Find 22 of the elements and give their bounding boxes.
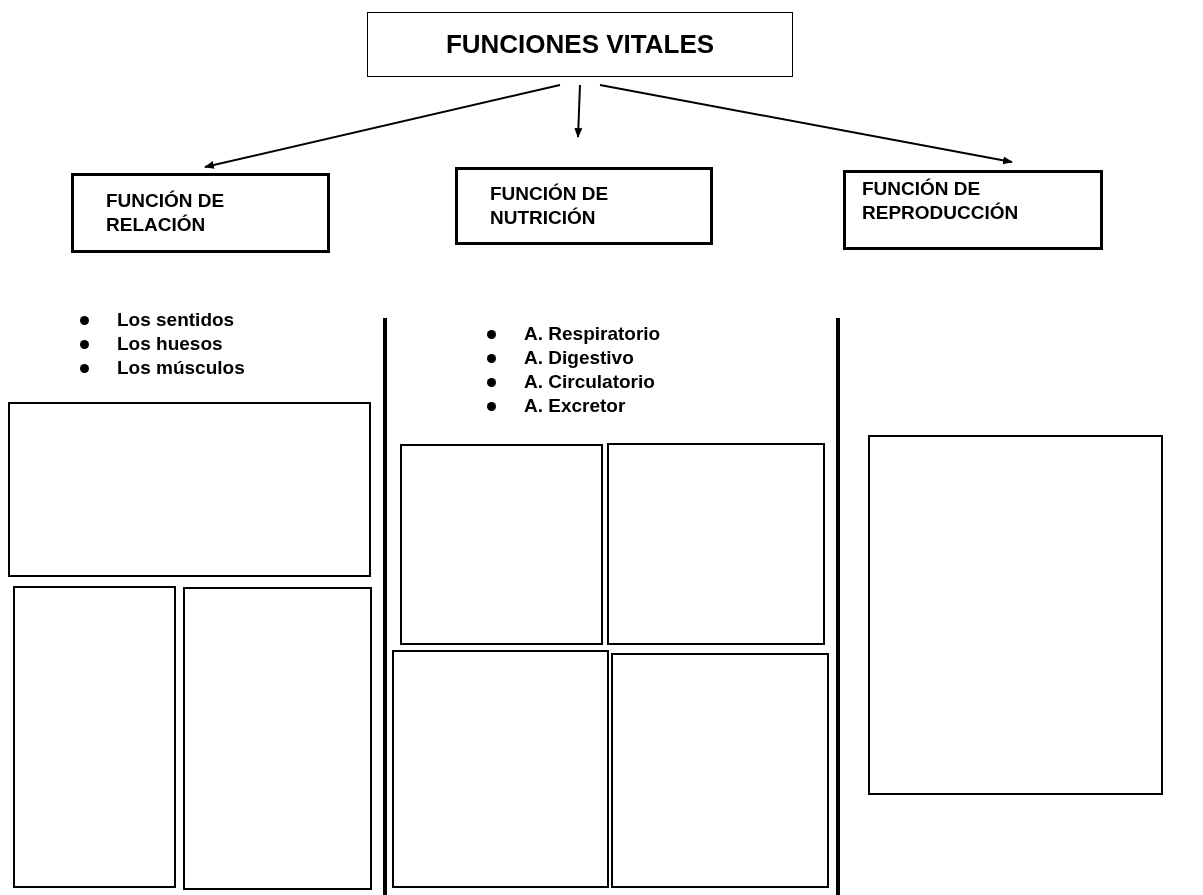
empty-box <box>13 586 176 888</box>
empty-box <box>607 443 825 645</box>
empty-box <box>868 435 1163 795</box>
arrow <box>599 84 1013 165</box>
list-item: A. Circulatorio <box>487 370 661 394</box>
empty-box <box>611 653 829 888</box>
list-item: A. Excretor <box>487 394 661 418</box>
list-item: Los músculos <box>80 356 245 380</box>
title-box: FUNCIÓN DE NUTRICIÓN <box>455 167 713 245</box>
empty-box <box>400 444 603 645</box>
list-item: A. Digestivo <box>487 346 661 370</box>
empty-box <box>183 587 372 890</box>
list-item: Los sentidos <box>80 308 245 332</box>
empty-box <box>8 402 371 577</box>
title-box: FUNCIONES VITALES <box>367 12 793 77</box>
title-box: FUNCIÓN DE RELACIÓN <box>71 173 330 253</box>
arrow <box>204 84 561 169</box>
arrow <box>574 84 583 138</box>
list-item: Los huesos <box>80 332 245 356</box>
empty-box <box>392 650 609 888</box>
list-item: A. Respiratorio <box>487 322 661 346</box>
title-box: FUNCIÓN DE REPRODUCCIÓN <box>843 170 1103 250</box>
